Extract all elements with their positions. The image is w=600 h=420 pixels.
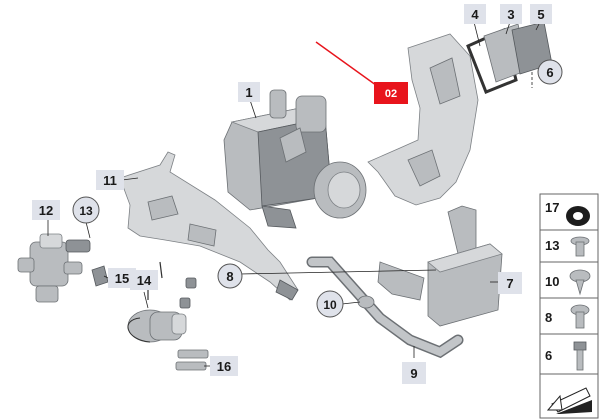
callout-11[interactable]: 11 — [96, 170, 124, 190]
callout-4-text: 4 — [471, 7, 479, 22]
clamp-part-16 — [175, 349, 209, 371]
callout-10[interactable]: 10 — [316, 290, 344, 318]
callout-6[interactable]: 6 — [537, 59, 563, 85]
side-item-6[interactable]: 6 — [545, 341, 587, 371]
bracket-part-15 — [91, 265, 109, 287]
callout-15[interactable]: 15 — [108, 268, 136, 288]
callout-12-text: 12 — [39, 203, 53, 218]
callout-2-text: 02 — [385, 88, 397, 100]
callout-4[interactable]: 4 — [464, 4, 486, 24]
arrow-icon[interactable] — [546, 387, 592, 414]
callout-3[interactable]: 3 — [500, 4, 522, 24]
callout-8[interactable]: 8 — [217, 263, 243, 289]
side-item-17[interactable]: 17 — [545, 200, 590, 226]
side-item-13-number: 13 — [545, 238, 559, 253]
callout-5[interactable]: 5 — [530, 4, 552, 24]
callout-9[interactable]: 9 — [402, 362, 426, 384]
muffler-part-7 — [377, 205, 503, 327]
side-item-10-number: 10 — [545, 274, 559, 289]
side-item-10[interactable]: 10 — [545, 269, 591, 296]
callout-3-text: 3 — [507, 7, 514, 22]
callout-11-text: 11 — [103, 173, 117, 188]
callout-9-text: 9 — [410, 366, 417, 381]
bracket-part-11 — [119, 151, 299, 301]
callout-12[interactable]: 12 — [32, 200, 60, 220]
heater-part-1 — [223, 89, 367, 229]
callout-7[interactable]: 7 — [498, 272, 522, 294]
valve-part-12 — [17, 233, 91, 303]
callout-13-text: 13 — [79, 204, 93, 218]
side-parts-panel: 17 13 10 8 6 — [539, 193, 599, 419]
pipe-part-9 — [306, 256, 464, 359]
side-item-8-number: 8 — [545, 310, 552, 325]
callout-16-text: 16 — [217, 359, 231, 374]
bracket-part-2 — [367, 33, 479, 206]
callout-15-text: 15 — [115, 271, 129, 286]
callout-8-text: 8 — [226, 269, 233, 284]
side-item-6-number: 6 — [545, 348, 552, 363]
callout-10-text: 10 — [323, 298, 337, 312]
callout-7-text: 7 — [506, 276, 513, 291]
callout-1-text: 1 — [245, 85, 252, 100]
pump-part-14 — [127, 261, 197, 343]
callout-14-text: 14 — [137, 273, 152, 288]
callout-6-text: 6 — [546, 65, 553, 80]
callout-14[interactable]: 14 — [130, 270, 158, 290]
side-item-13[interactable]: 13 — [545, 236, 590, 257]
callout-13[interactable]: 13 — [72, 196, 100, 224]
callout-5-text: 5 — [537, 7, 544, 22]
callout-2-highlighted[interactable]: 02 — [374, 82, 408, 104]
side-item-17-number: 17 — [545, 200, 559, 215]
callout-16[interactable]: 16 — [210, 356, 238, 376]
side-item-8[interactable]: 8 — [545, 304, 590, 329]
callout-1[interactable]: 1 — [238, 82, 260, 102]
